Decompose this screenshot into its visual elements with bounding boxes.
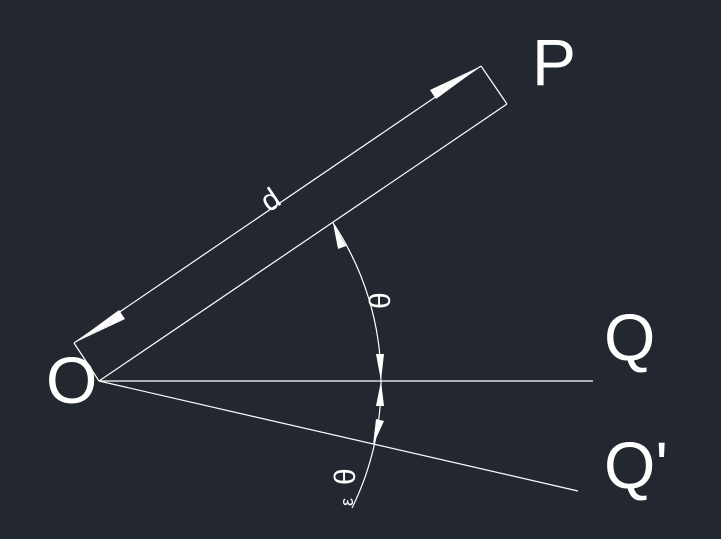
extension-line-o — [73, 342, 100, 382]
label-angle-theta: θ — [364, 292, 397, 309]
label-q: Q — [604, 300, 655, 374]
angle-theta-epsilon-arrow-bottom — [373, 419, 384, 445]
distance-dimension-line — [73, 65, 482, 344]
ray-oq-prime — [98, 380, 579, 492]
ray-op — [98, 103, 508, 382]
angle-theta-arrow-top — [333, 223, 346, 249]
distance-arrow-p — [436, 66, 481, 99]
label-q-prime: Q' — [604, 428, 668, 502]
label-o: O — [46, 343, 97, 417]
label-angle-error-subscript: ε — [337, 498, 357, 506]
distance-arrowhead-o — [74, 310, 125, 343]
label-angle-error: θ — [329, 468, 362, 485]
label-distance: d — [254, 182, 286, 219]
angle-theta-arrow-bottom — [376, 354, 384, 381]
distance-arrowhead-p — [430, 66, 481, 99]
extension-line-p — [480, 65, 508, 105]
angle-theta-epsilon-arrow-top — [376, 381, 384, 406]
label-p: P — [532, 25, 576, 99]
distance-arrow-o — [74, 310, 119, 343]
